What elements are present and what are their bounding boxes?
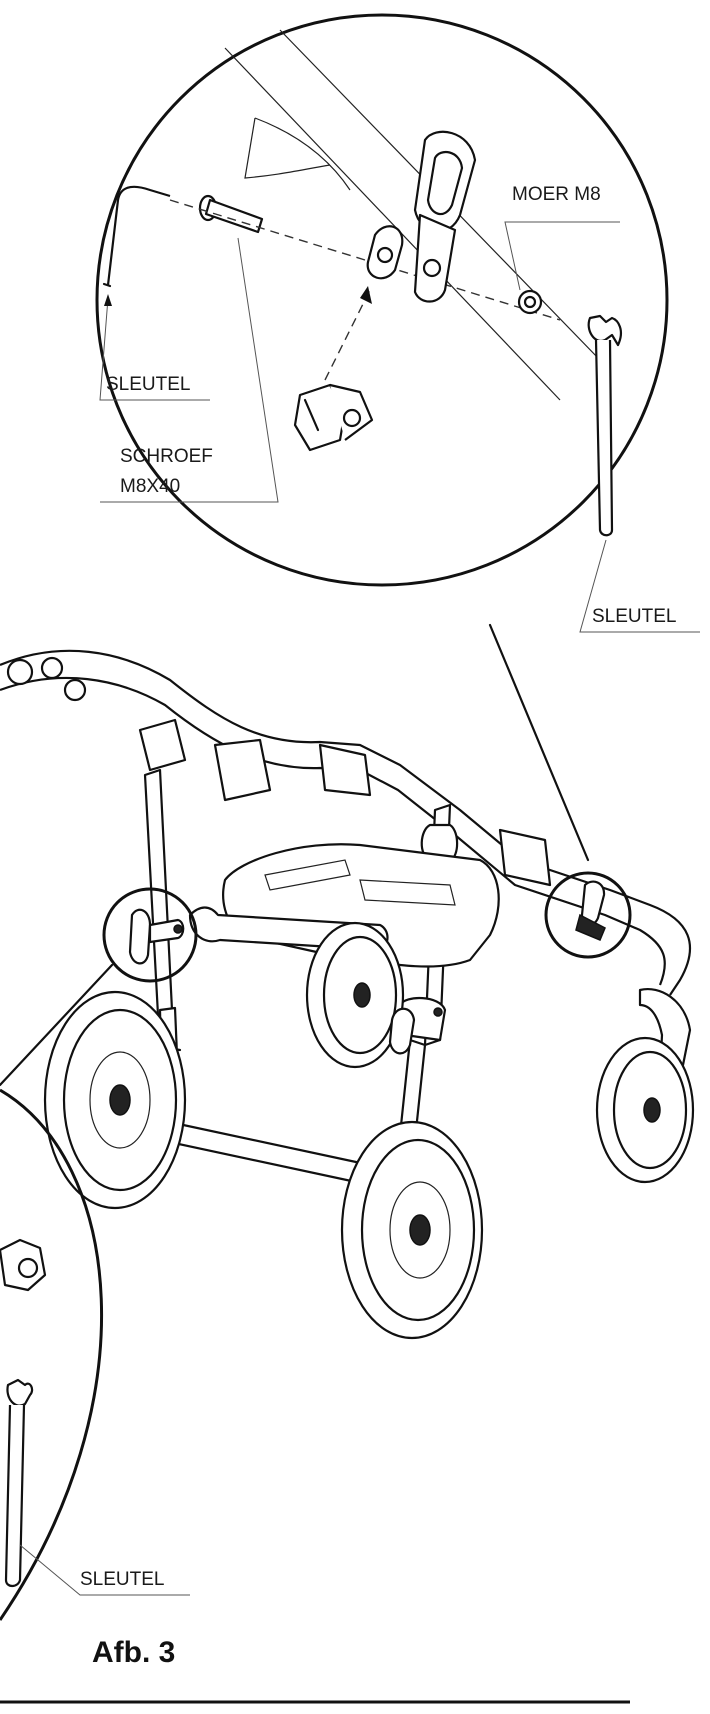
clamp-arrow-head — [360, 286, 372, 304]
label-moer-m8: MOER M8 — [512, 184, 601, 205]
detail-circle-right-mount — [544, 871, 632, 959]
wrench-top — [587, 314, 622, 537]
detail-circle-left-mount — [102, 887, 198, 983]
wheel-rear-left — [43, 990, 187, 1210]
connector-line-bottom — [0, 963, 114, 1087]
nut-m8 — [517, 289, 543, 315]
label-schroef-line1: SCHROEF — [120, 446, 213, 467]
wheel-front-right — [595, 1036, 695, 1184]
wheel-rear-right — [340, 1120, 484, 1340]
label-sleutel-wrench: SLEUTEL — [592, 606, 676, 627]
handle-bracket — [366, 130, 477, 303]
stroller-frame — [0, 649, 692, 1187]
detail-circle-bottom — [0, 1088, 190, 1621]
bottom-clamp-ring — [388, 1007, 443, 1055]
figure-caption: Afb. 3 — [92, 1636, 175, 1669]
leader-lines-top — [99, 221, 700, 633]
clamp-block — [293, 383, 374, 452]
clamp-arrow-line — [324, 289, 371, 381]
label-schroef-line2: M8X40 — [120, 476, 180, 497]
label-sleutel-hex: SLEUTEL — [106, 374, 190, 395]
detail-circle-top — [95, 13, 669, 587]
hex-key — [102, 185, 171, 288]
wheel-front-middle — [305, 921, 405, 1069]
connector-line-top — [488, 623, 590, 862]
assembly-axis — [169, 199, 561, 321]
label-sleutel-bottom: SLEUTEL — [80, 1569, 164, 1590]
